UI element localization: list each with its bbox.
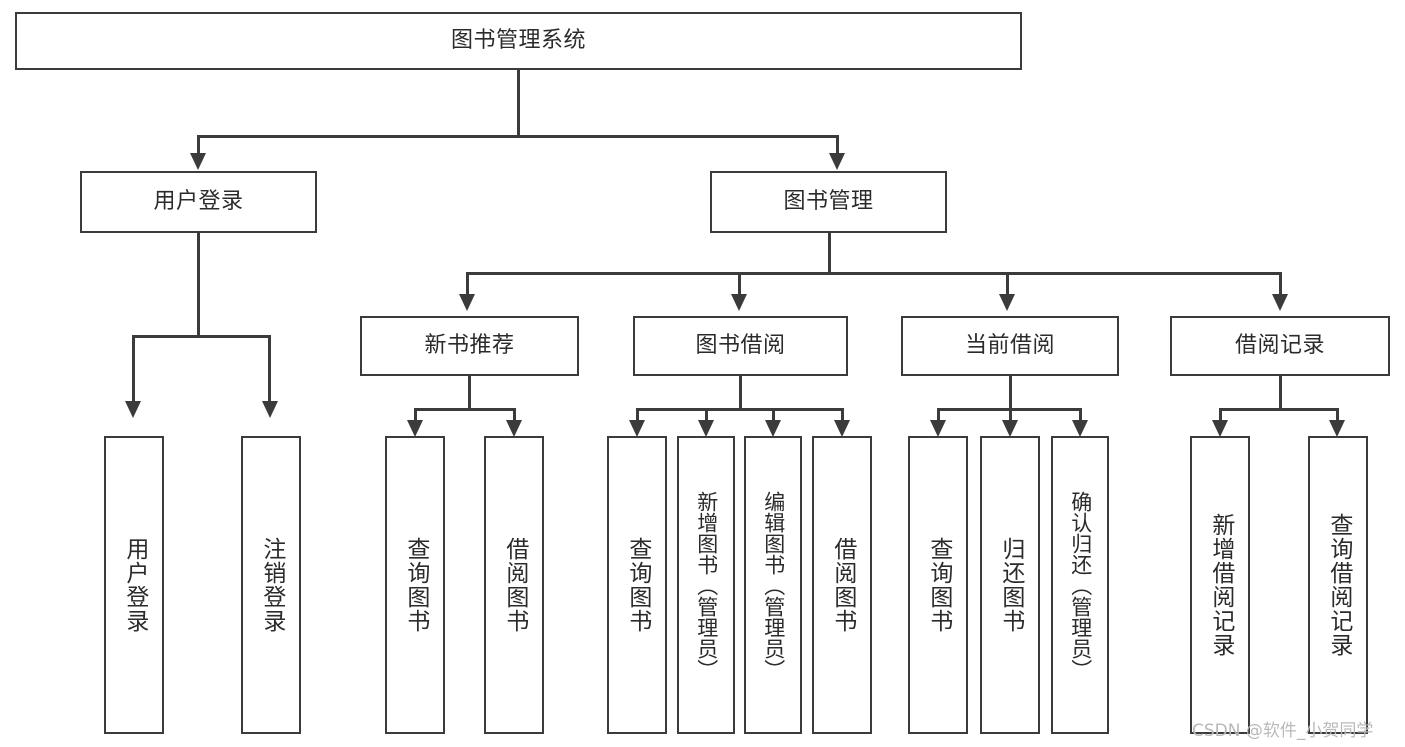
node-leaf-edit-book-label: 编辑图书（管理员） (761, 490, 786, 680)
arrow-to-leaf-edit-book (765, 420, 781, 437)
arrow-to-leaf-logout (262, 401, 278, 418)
connector-cb-drop-3 (1079, 408, 1082, 422)
node-leaf-query-record-label: 查询借阅记录 (1325, 513, 1352, 657)
connector-l3-drop-3 (1006, 272, 1009, 296)
node-leaf-query-book-cur-label: 查询图书 (925, 537, 952, 633)
connector-root-drop-left (197, 135, 200, 155)
node-borrow-record[interactable]: 借阅记录 (1170, 316, 1390, 376)
connector-bb-drop-2 (705, 408, 708, 422)
connector-user-login-stem (197, 233, 200, 337)
node-leaf-query-book-rec[interactable]: 查询图书 (385, 436, 445, 734)
connector-cb-drop-2 (1009, 408, 1012, 422)
node-leaf-borrow-book-rec-label: 借阅图书 (501, 537, 528, 633)
arrow-to-leaf-user-login (125, 401, 141, 418)
arrow-to-leaf-confirm-return (1072, 420, 1088, 437)
connector-bb-drop-4 (841, 408, 844, 422)
connector-current-borrow-stem (1009, 376, 1012, 410)
arrow-to-leaf-query-book-borrow (629, 420, 645, 437)
arrow-to-leaf-query-book-rec (407, 420, 423, 437)
node-borrow-record-label: 借阅记录 (1234, 333, 1325, 359)
connector-book-borrow-bus (636, 408, 844, 411)
arrow-to-borrow-record (1272, 294, 1288, 311)
node-leaf-edit-book[interactable]: 编辑图书（管理员） (744, 436, 802, 734)
connector-book-borrow-stem (739, 376, 742, 410)
node-leaf-query-book-rec-label: 查询图书 (402, 537, 429, 633)
node-leaf-query-book-borrow[interactable]: 查询图书 (607, 436, 667, 734)
connector-l3-drop-1 (466, 272, 469, 296)
node-book-borrow-label: 图书借阅 (695, 333, 786, 359)
arrow-to-leaf-borrow-book (834, 420, 850, 437)
node-new-book-rec[interactable]: 新书推荐 (360, 316, 579, 376)
connector-nbr-drop-1 (414, 408, 417, 422)
connector-root-drop-right (836, 135, 839, 155)
node-book-manage[interactable]: 图书管理 (710, 171, 947, 233)
node-leaf-return-book[interactable]: 归还图书 (980, 436, 1040, 734)
connector-root-bus (197, 135, 838, 138)
arrow-to-leaf-borrow-book-rec (506, 420, 522, 437)
node-leaf-add-record-label: 新增借阅记录 (1207, 513, 1234, 657)
node-leaf-borrow-book-label: 借阅图书 (829, 537, 856, 633)
connector-book-manage-bus (466, 272, 1281, 275)
node-leaf-add-record[interactable]: 新增借阅记录 (1190, 436, 1250, 734)
connector-l3-drop-4 (1279, 272, 1282, 296)
connector-new-book-rec-stem (468, 376, 471, 410)
arrow-to-leaf-query-record (1329, 420, 1345, 437)
arrow-to-leaf-return-book (1002, 420, 1018, 437)
node-leaf-add-book-label: 新增图书（管理员） (694, 490, 719, 680)
arrow-to-current-borrow (999, 294, 1015, 311)
node-root-label: 图书管理系统 (450, 28, 586, 54)
connector-l3-drop-2 (738, 272, 741, 296)
node-leaf-query-book-cur[interactable]: 查询图书 (908, 436, 968, 734)
node-root[interactable]: 图书管理系统 (15, 12, 1022, 70)
node-leaf-logout-label: 注销登录 (258, 537, 285, 633)
node-user-login[interactable]: 用户登录 (80, 171, 317, 233)
arrow-to-book-manage (829, 153, 845, 170)
arrow-to-book-borrow (731, 294, 747, 311)
node-new-book-rec-label: 新书推荐 (424, 333, 515, 359)
connector-book-manage-stem (828, 233, 831, 274)
connector-cb-drop-1 (937, 408, 940, 422)
node-book-manage-label: 图书管理 (783, 189, 874, 215)
arrow-to-leaf-add-book (698, 420, 714, 437)
arrow-to-user-login (190, 153, 206, 170)
connector-br-drop-1 (1219, 408, 1222, 422)
arrow-to-new-book-rec (459, 294, 475, 311)
connector-borrow-record-stem (1279, 376, 1282, 410)
node-leaf-borrow-book-rec[interactable]: 借阅图书 (484, 436, 544, 734)
connector-user-login-bus (132, 335, 270, 338)
node-leaf-add-book[interactable]: 新增图书（管理员） (677, 436, 735, 734)
connector-br-drop-2 (1336, 408, 1339, 422)
connector-nbr-drop-2 (513, 408, 516, 422)
connector-borrow-record-bus (1219, 408, 1338, 411)
node-leaf-confirm-return-label: 确认归还（管理员） (1068, 490, 1093, 680)
node-leaf-user-login[interactable]: 用户登录 (104, 436, 164, 734)
arrow-to-leaf-query-book-cur (930, 420, 946, 437)
connector-root-stem (517, 70, 520, 136)
node-leaf-logout[interactable]: 注销登录 (241, 436, 301, 734)
node-leaf-borrow-book[interactable]: 借阅图书 (812, 436, 872, 734)
connector-user-login-drop-1 (132, 335, 135, 403)
node-book-borrow[interactable]: 图书借阅 (633, 316, 848, 376)
node-current-borrow-label: 当前借阅 (964, 333, 1055, 359)
node-leaf-user-login-label: 用户登录 (121, 537, 148, 633)
arrow-to-leaf-add-record (1212, 420, 1228, 437)
node-current-borrow[interactable]: 当前借阅 (901, 316, 1119, 376)
connector-user-login-drop-2 (268, 335, 271, 403)
connector-new-book-rec-bus (414, 408, 516, 411)
connector-bb-drop-3 (772, 408, 775, 422)
node-user-login-label: 用户登录 (153, 189, 244, 215)
connector-bb-drop-1 (636, 408, 639, 422)
node-leaf-confirm-return[interactable]: 确认归还（管理员） (1051, 436, 1109, 734)
csdn-watermark: CSDN @软件_小贺同学 (1192, 721, 1374, 741)
node-leaf-return-book-label: 归还图书 (997, 537, 1024, 633)
node-leaf-query-book-borrow-label: 查询图书 (624, 537, 651, 633)
node-leaf-query-record[interactable]: 查询借阅记录 (1308, 436, 1368, 734)
